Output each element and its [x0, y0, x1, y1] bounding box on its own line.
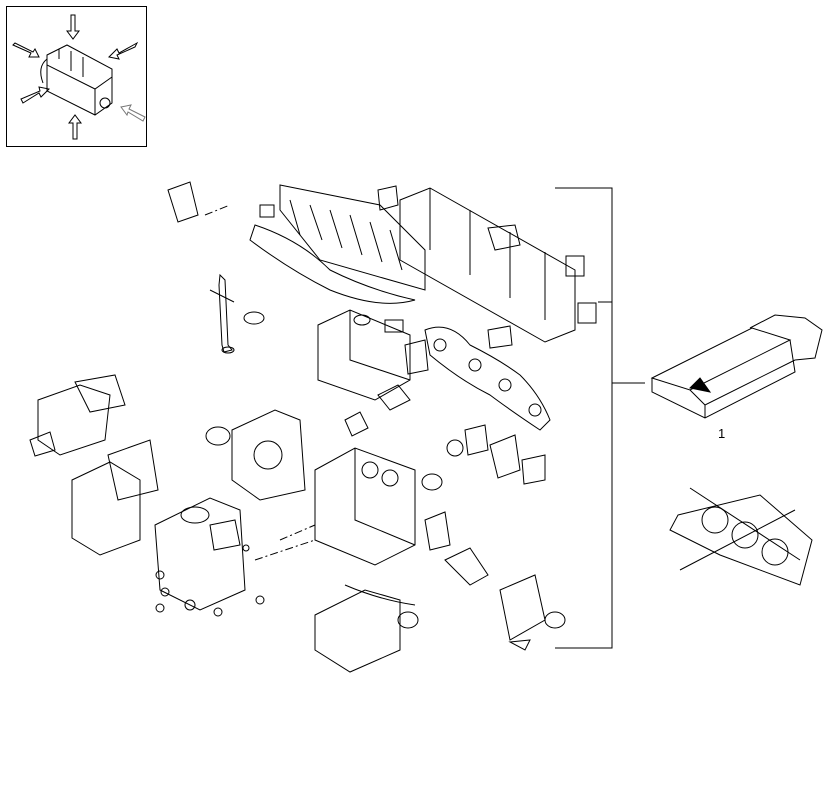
left-parts-group [30, 375, 158, 555]
injector-group [210, 275, 264, 353]
oil-pan-group [315, 548, 565, 672]
head-gasket [670, 488, 812, 585]
timing-cover-group [206, 410, 368, 500]
exhaust-manifold-group [425, 326, 550, 430]
engine-block-group [280, 448, 415, 565]
engine-locator-thumbnail [6, 6, 147, 147]
valve-cover-group [168, 182, 425, 303]
oil-cooler-group [155, 498, 315, 616]
engine-block-arrows-icon [7, 7, 146, 146]
water-pump-thermostat-group [422, 425, 545, 550]
callout-bracket [555, 188, 645, 648]
intake-manifold-group [400, 188, 596, 342]
callout-label-1: 1 [718, 426, 726, 441]
gasket-kit-box [652, 315, 822, 418]
cylinder-head-group [318, 310, 428, 410]
